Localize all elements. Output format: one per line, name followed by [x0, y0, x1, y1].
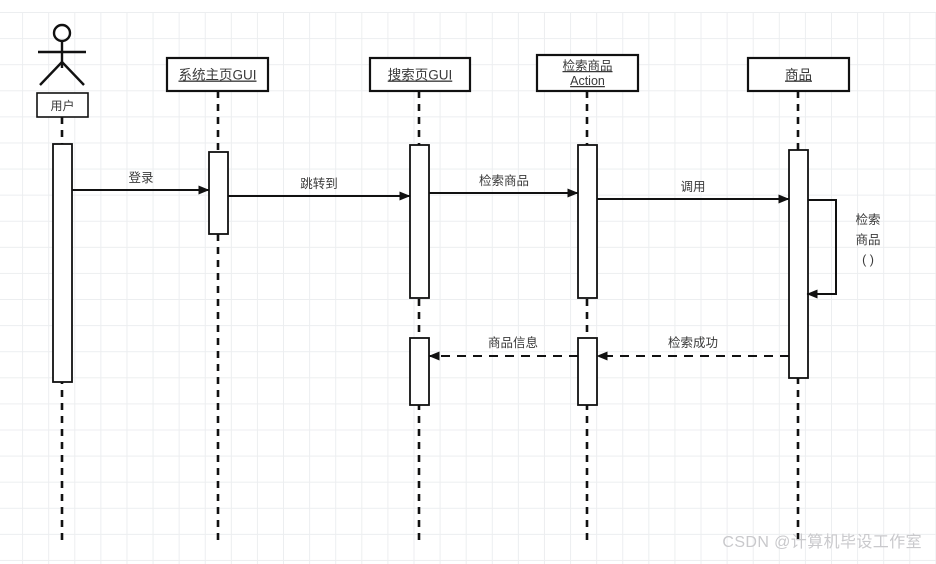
message-label: 调用: [680, 180, 705, 194]
message-m1[interactable]: 登录: [72, 170, 210, 195]
self-call-layer: 检索商品 ( ): [806, 199, 881, 299]
self-call-label-line-2: ( ): [862, 253, 874, 267]
activation-layer: [52, 143, 809, 406]
lifeline-header-box: [36, 92, 89, 118]
message-m3[interactable]: 检索商品: [429, 173, 579, 198]
lifeline-header-box: [368, 56, 472, 93]
message-label: 检索商品: [479, 173, 529, 188]
actor-figure-icon: [38, 23, 86, 86]
self-call-label-line-1: 商品: [855, 232, 880, 247]
lifeline-label: 商品: [785, 68, 812, 83]
activation-bar-user[interactable]: [52, 143, 73, 383]
lifeline-header-box: [535, 53, 640, 93]
activation-bar-action[interactable]: [577, 144, 598, 299]
lifeline-label-2: Action: [570, 74, 605, 88]
lifeline-label: 检索商品: [562, 58, 612, 73]
message-m5[interactable]: 商品信息: [428, 335, 578, 361]
self-call-product[interactable]: 检索商品 ( ): [806, 199, 881, 299]
activation-bar-home[interactable]: [208, 151, 229, 235]
lifeline-label: 用户: [50, 98, 74, 113]
message-label: 登录: [128, 170, 153, 185]
grid-background: [0, 12, 936, 564]
activation-bar-action[interactable]: [577, 337, 598, 406]
lifeline-header-box: [165, 56, 270, 93]
self-call-label-line-0: 检索: [855, 212, 880, 227]
activation-bar-search[interactable]: [409, 144, 430, 299]
message-label: 跳转到: [300, 176, 338, 191]
message-label: 商品信息: [488, 335, 538, 350]
lifeline-search[interactable]: 搜索页GUI: [368, 56, 472, 540]
activation-bar-product[interactable]: [788, 149, 809, 379]
message-m6[interactable]: 检索成功: [596, 335, 789, 361]
message-m2[interactable]: 跳转到: [228, 176, 411, 201]
watermark: CSDN @计算机毕设工作室: [722, 534, 922, 551]
lifeline-header-box: [746, 56, 851, 93]
message-m4[interactable]: 调用: [597, 180, 790, 204]
activation-bar-search[interactable]: [409, 337, 430, 406]
lifeline-label: 搜索页GUI: [388, 68, 453, 83]
self-call-arrow: [806, 199, 837, 299]
message-label: 检索成功: [668, 335, 718, 350]
lifeline-home[interactable]: 系统主页GUI: [165, 56, 270, 540]
lifeline-label: 系统主页GUI: [178, 68, 256, 83]
